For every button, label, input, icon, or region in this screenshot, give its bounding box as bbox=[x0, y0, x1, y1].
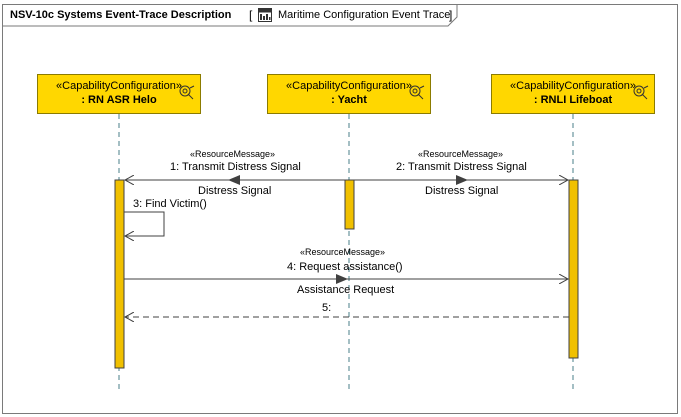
capability-configuration-icon bbox=[179, 84, 195, 100]
diagram-name: Maritime Configuration Event Trace bbox=[278, 9, 451, 21]
lifeline-head-rnli-lifeboat[interactable]: «CapabilityConfiguration» : RNLI Lifeboa… bbox=[491, 74, 655, 114]
message-1-stereotype: «ResourceMessage» bbox=[190, 149, 276, 159]
message-1-label: 1: Transmit Distress Signal bbox=[170, 161, 301, 173]
lifeline-stereotype: «CapabilityConfiguration» bbox=[510, 80, 636, 92]
message-4-label: 4: Request assistance() bbox=[287, 261, 403, 273]
activation-rn-asr-helo bbox=[114, 179, 125, 369]
message-2-conveyed-arrowhead bbox=[456, 175, 468, 185]
lifeline-stereotype: «CapabilityConfiguration» bbox=[286, 80, 412, 92]
diagram-document-icon bbox=[257, 7, 273, 23]
message-1-conveyed-arrowhead bbox=[228, 175, 240, 185]
lifeline-name: : RN ASR Helo bbox=[81, 94, 157, 106]
message-3-arrow bbox=[124, 211, 165, 236]
lifeline-head-yacht[interactable]: «CapabilityConfiguration» : Yacht bbox=[267, 74, 431, 114]
message-2-label: 2: Transmit Distress Signal bbox=[396, 161, 527, 173]
diagram-frame bbox=[2, 4, 678, 414]
capability-configuration-icon bbox=[409, 84, 425, 100]
message-4-conveyed-item: Assistance Request bbox=[297, 284, 395, 296]
message-4-conveyed-arrowhead bbox=[336, 274, 348, 284]
frame-open-bracket: [ bbox=[249, 8, 253, 22]
lifeline-name: : Yacht bbox=[331, 94, 367, 106]
message-4-stereotype: «ResourceMessage» bbox=[300, 247, 386, 257]
activation-yacht bbox=[344, 179, 355, 230]
lifeline-head-rn-asr-helo[interactable]: «CapabilityConfiguration» : RN ASR Helo bbox=[37, 74, 201, 114]
frame-tab-outline bbox=[2, 4, 458, 27]
activation-rnli-lifeboat bbox=[568, 179, 579, 359]
message-1-conveyed-item: Distress Signal bbox=[198, 185, 272, 197]
frame-kind-label: NSV-10c Systems Event-Trace Description bbox=[10, 9, 232, 21]
capability-configuration-icon bbox=[633, 84, 649, 100]
lifeline-stereotype: «CapabilityConfiguration» bbox=[56, 80, 182, 92]
message-3-label: 3: Find Victim() bbox=[133, 198, 207, 210]
message-2-stereotype: «ResourceMessage» bbox=[418, 149, 504, 159]
lifeline-name: : RNLI Lifeboat bbox=[533, 94, 613, 106]
message-2-conveyed-item: Distress Signal bbox=[425, 185, 499, 197]
message-5-label: 5: bbox=[322, 302, 332, 314]
frame-close-bracket: ] bbox=[449, 8, 453, 22]
